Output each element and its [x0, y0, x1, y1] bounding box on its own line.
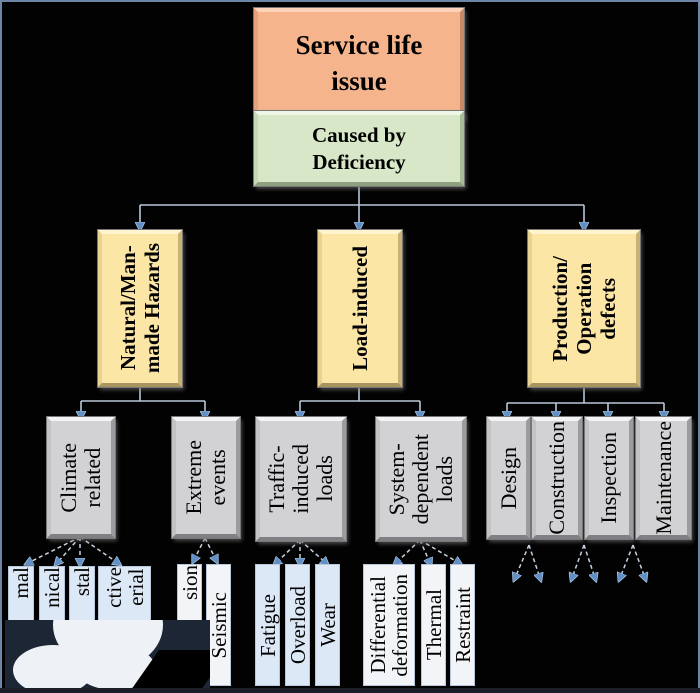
node-production-operation-defects: Production/ Operation defects [528, 230, 640, 387]
node-load-induced: Load-induced [318, 230, 402, 387]
node-maintenance: Maintenance [636, 417, 691, 539]
node-label: Natural/Man- [116, 246, 140, 371]
leaf-label: Fatigue [255, 593, 280, 657]
node-inspection: Inspection [585, 417, 633, 539]
node-label: Inspection [596, 432, 621, 524]
node-service-life-issue: Service life issue [254, 8, 464, 118]
leaf-label: Seismic [206, 591, 231, 659]
node-construction: Construction [532, 417, 582, 539]
node-label: loads [432, 455, 457, 503]
leaf-label: deformation [388, 573, 412, 677]
leaf-label: Restraint [450, 587, 475, 663]
node-label: events [205, 449, 230, 506]
node-label: Design [495, 446, 521, 510]
node-design: Design [487, 417, 530, 539]
leaf-label: Overload [285, 585, 310, 665]
node-label: Construction [544, 421, 569, 535]
node-label: Caused by [312, 122, 406, 147]
leaf-differential-deformation: Differential deformation [363, 564, 415, 686]
leaf-restraint: Restraint [450, 564, 475, 686]
node-label: issue [331, 66, 387, 96]
node-label: loads [312, 455, 337, 503]
node-label: defects [596, 277, 620, 340]
node-label: Production/ [548, 255, 572, 362]
node-climate-related: Climate related [47, 417, 115, 538]
leaf-label: mal [9, 567, 33, 599]
leaf-fatigue: Fatigue [255, 564, 280, 686]
node-label: related [80, 447, 105, 508]
leaf-overload: Overload [285, 564, 310, 686]
leaf-label: Differential [366, 576, 390, 674]
leaf-label: stal [70, 567, 94, 597]
node-label: made Hazards [140, 243, 164, 374]
leaf-label: nical [40, 567, 64, 608]
node-label: System- [384, 442, 409, 516]
leaf-wear: Wear [315, 564, 340, 686]
node-label: Operation [572, 262, 596, 355]
obscuring-overlay [5, 620, 210, 688]
leaf-label: erial [123, 568, 148, 607]
node-label: induced [288, 444, 313, 514]
node-system-dependent-loads: System- dependent loads [376, 417, 466, 541]
leaf-label: ctive [101, 567, 126, 608]
bottom-edge [0, 688, 700, 693]
node-traffic-induced-loads: Traffic- induced loads [256, 417, 346, 541]
leaf-label: sion [177, 565, 202, 601]
node-label: Deficiency [312, 149, 406, 174]
leaf-thermal: Thermal [421, 564, 446, 686]
node-label: Service life [295, 30, 423, 60]
node-natural-manmade-hazards: Natural/Man- made Hazards [98, 230, 182, 387]
node-caused-by-deficiency: Caused by Deficiency [254, 111, 464, 186]
node-label: Maintenance [650, 421, 676, 535]
node-label: Load-induced [348, 246, 372, 371]
node-label: Extreme [181, 440, 206, 515]
node-label: Traffic- [264, 445, 289, 513]
node-extreme-events: Extreme events [172, 417, 240, 538]
leaf-label: Wear [315, 603, 340, 647]
leaf-label: Thermal [421, 589, 446, 661]
node-label: dependent [408, 433, 433, 525]
node-label: Climate [56, 442, 81, 513]
